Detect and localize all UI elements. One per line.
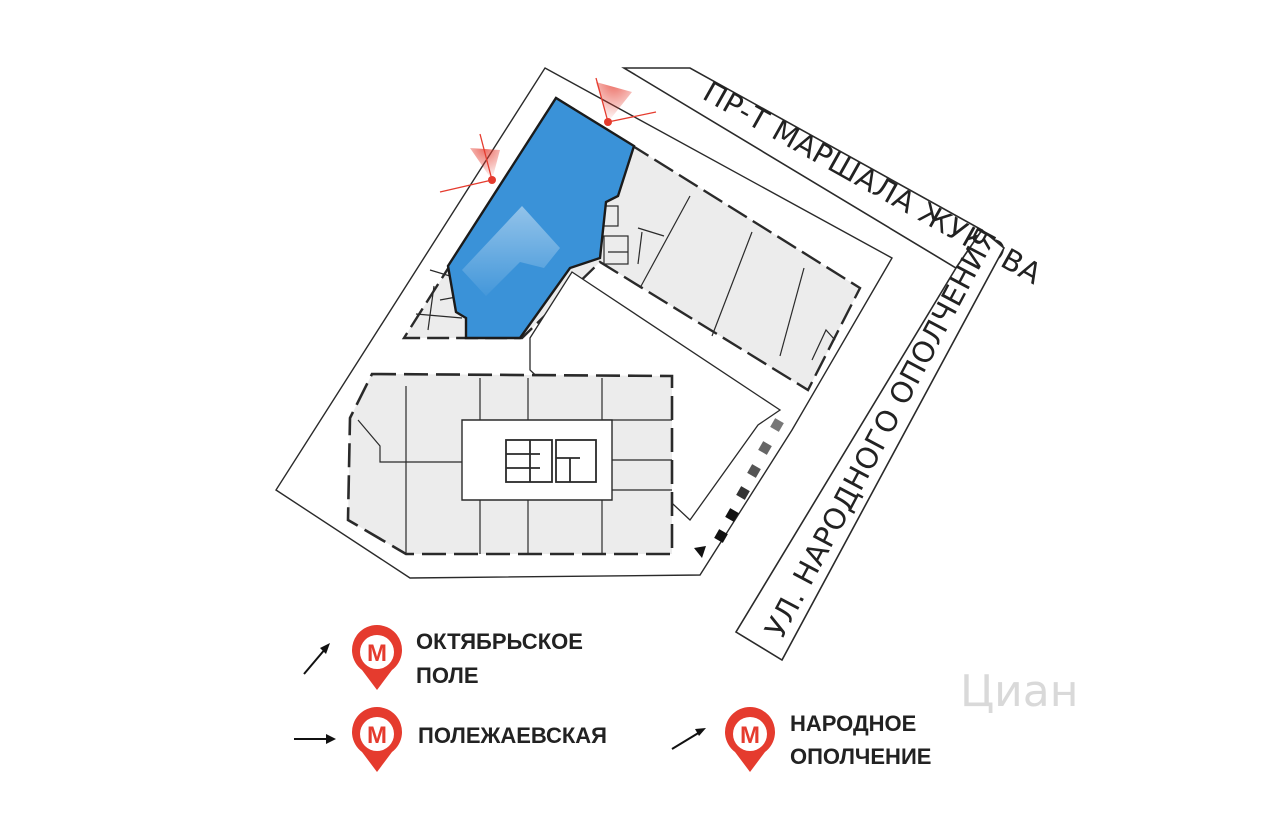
watermark: Циан	[960, 666, 1079, 717]
svg-text:М: М	[367, 722, 387, 749]
metro-label-line2: ПОЛЕ	[416, 663, 479, 688]
metro-station-oktyabrskoe-pole: М ОКТЯБРЬСКОЕ ПОЛЕ	[303, 625, 583, 690]
metro-m-icon: М	[725, 707, 775, 772]
building-core	[461, 419, 613, 501]
direction-arrow-icon	[671, 728, 706, 750]
view-direction-icon	[439, 133, 500, 193]
walkway-dashes	[694, 418, 784, 558]
direction-arrow-icon	[294, 734, 336, 744]
unit-glare	[462, 206, 560, 296]
metro-m-icon: М	[352, 707, 402, 772]
metro-label-line1: ПОЛЕЖАЕВСКАЯ	[418, 723, 607, 748]
highlighted-unit	[446, 96, 636, 340]
metro-label-line1: НАРОДНОЕ	[790, 711, 916, 736]
metro-label-line2: ОПОЛЧЕНИЕ	[790, 744, 931, 769]
building-south	[346, 372, 674, 556]
view-direction-icon	[595, 77, 657, 126]
metro-station-narodnoe-opolchenie: М НАРОДНОЕ ОПОЛЧЕНИЕ	[671, 707, 931, 772]
metro-legend: М ОКТЯБРЬСКОЕ ПОЛЕ М ПОЛЕЖАЕВСКАЯ	[294, 625, 931, 772]
svg-text:М: М	[740, 722, 760, 749]
metro-label-line1: ОКТЯБРЬСКОЕ	[416, 629, 583, 654]
metro-m-icon: М	[352, 625, 402, 690]
metro-station-polezhaevskaya: М ПОЛЕЖАЕВСКАЯ	[294, 707, 607, 772]
direction-arrow-icon	[303, 643, 330, 675]
svg-text:М: М	[367, 640, 387, 667]
